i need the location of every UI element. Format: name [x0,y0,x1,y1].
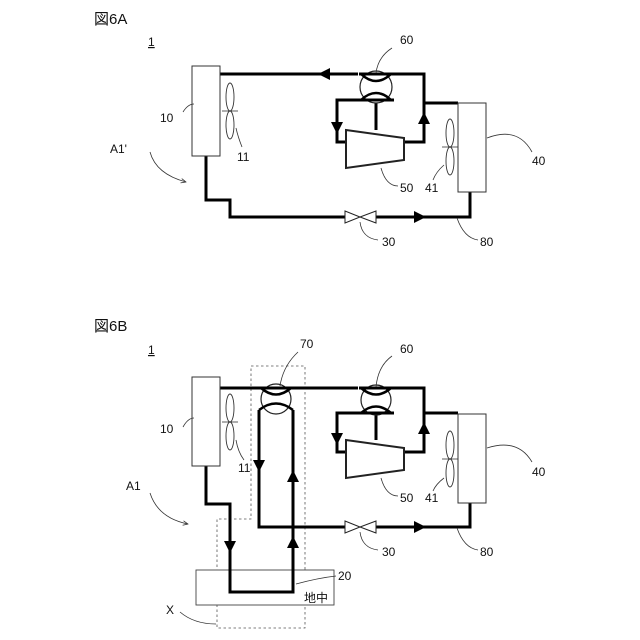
outdoor-unit [458,103,486,192]
leader-line [381,168,398,186]
indoor-unit [192,377,220,466]
leader-line [360,532,378,550]
four-way-valve [359,71,394,103]
flow-arrow [331,122,343,134]
figure-a-title: 図6A [94,11,127,28]
label-outdoor-fan: 41 [425,181,439,195]
indoor-unit [192,66,220,156]
outdoor-fan-icon [442,119,458,175]
flow-arrow [331,433,343,445]
label-compressor: 50 [400,181,414,195]
four-way-valve [359,385,394,415]
flow-arrow [287,536,299,548]
outdoor-fan-icon [442,431,458,487]
indoor-fan-icon [222,394,238,450]
label-circuit: A1' [110,142,127,156]
switching-valve [259,384,293,414]
label-outdoor-unit: 40 [532,465,546,479]
flow-arrow [224,541,236,553]
figure-b-system-ref: 1 [148,343,155,357]
flow-arrow [418,112,430,124]
figure-6b: 図6B 1 [94,318,546,628]
expansion-valve [345,211,376,223]
pipe-expansion-to-outdoor [376,503,470,527]
leader-line [381,478,398,496]
label-outdoor-fan: 41 [425,491,439,505]
compressor [346,130,404,168]
label-compressor: 50 [400,491,414,505]
label-ground-exchanger: 20 [338,569,352,583]
leader-line [180,612,216,624]
leader-line [376,356,392,387]
indoor-fan-icon [222,83,238,139]
leader-line [487,445,532,462]
label-indoor-unit: 10 [160,422,174,436]
flow-arrow [287,470,299,482]
outdoor-unit [458,414,486,503]
leader-line [280,352,298,386]
label-pipe: 80 [480,545,494,559]
leader-line [236,128,242,147]
flow-arrow [414,211,426,223]
pipe-indoor-bottom [206,156,345,217]
leader-line [433,165,444,180]
label-indoor-fan: 11 [237,150,250,164]
label-switching-valve: 70 [300,337,314,351]
leader-line [376,48,392,73]
label-region: X [166,603,174,617]
leader-line [433,478,444,491]
pipe-switch-to-main-line [259,410,345,527]
label-pipe: 80 [480,235,494,249]
pipe-valve-to-outdoor [394,74,458,103]
label-circuit: A1 [126,479,141,493]
leader-line [487,134,532,152]
flow-arrow [418,422,430,434]
label-four-way-valve: 60 [400,33,414,47]
label-indoor-unit: 10 [160,111,174,125]
flow-arrow [414,521,426,533]
pipe-valve-to-outdoor [394,388,458,413]
leader-line [360,222,378,240]
leader-line [457,218,478,240]
flow-arrow [318,68,330,80]
label-four-way-valve: 60 [400,342,414,356]
pipe-expansion-to-outdoor [376,192,470,217]
label-expansion-valve: 30 [382,545,396,559]
compressor [346,440,404,478]
figure-6a: 図6A 1 [94,11,546,249]
figure-b-title: 図6B [94,318,127,335]
leader-line [236,440,244,460]
figure-a-system-ref: 1 [148,35,155,49]
circuit-ref-arrow [150,493,188,524]
label-outdoor-unit: 40 [532,154,546,168]
label-indoor-fan: 11 [238,461,251,475]
label-expansion-valve: 30 [382,235,396,249]
ground-label: 地中 [304,590,328,605]
expansion-valve [345,521,376,533]
leader-line [457,528,478,550]
circuit-ref-arrow [150,152,186,182]
flow-arrow [253,460,265,472]
